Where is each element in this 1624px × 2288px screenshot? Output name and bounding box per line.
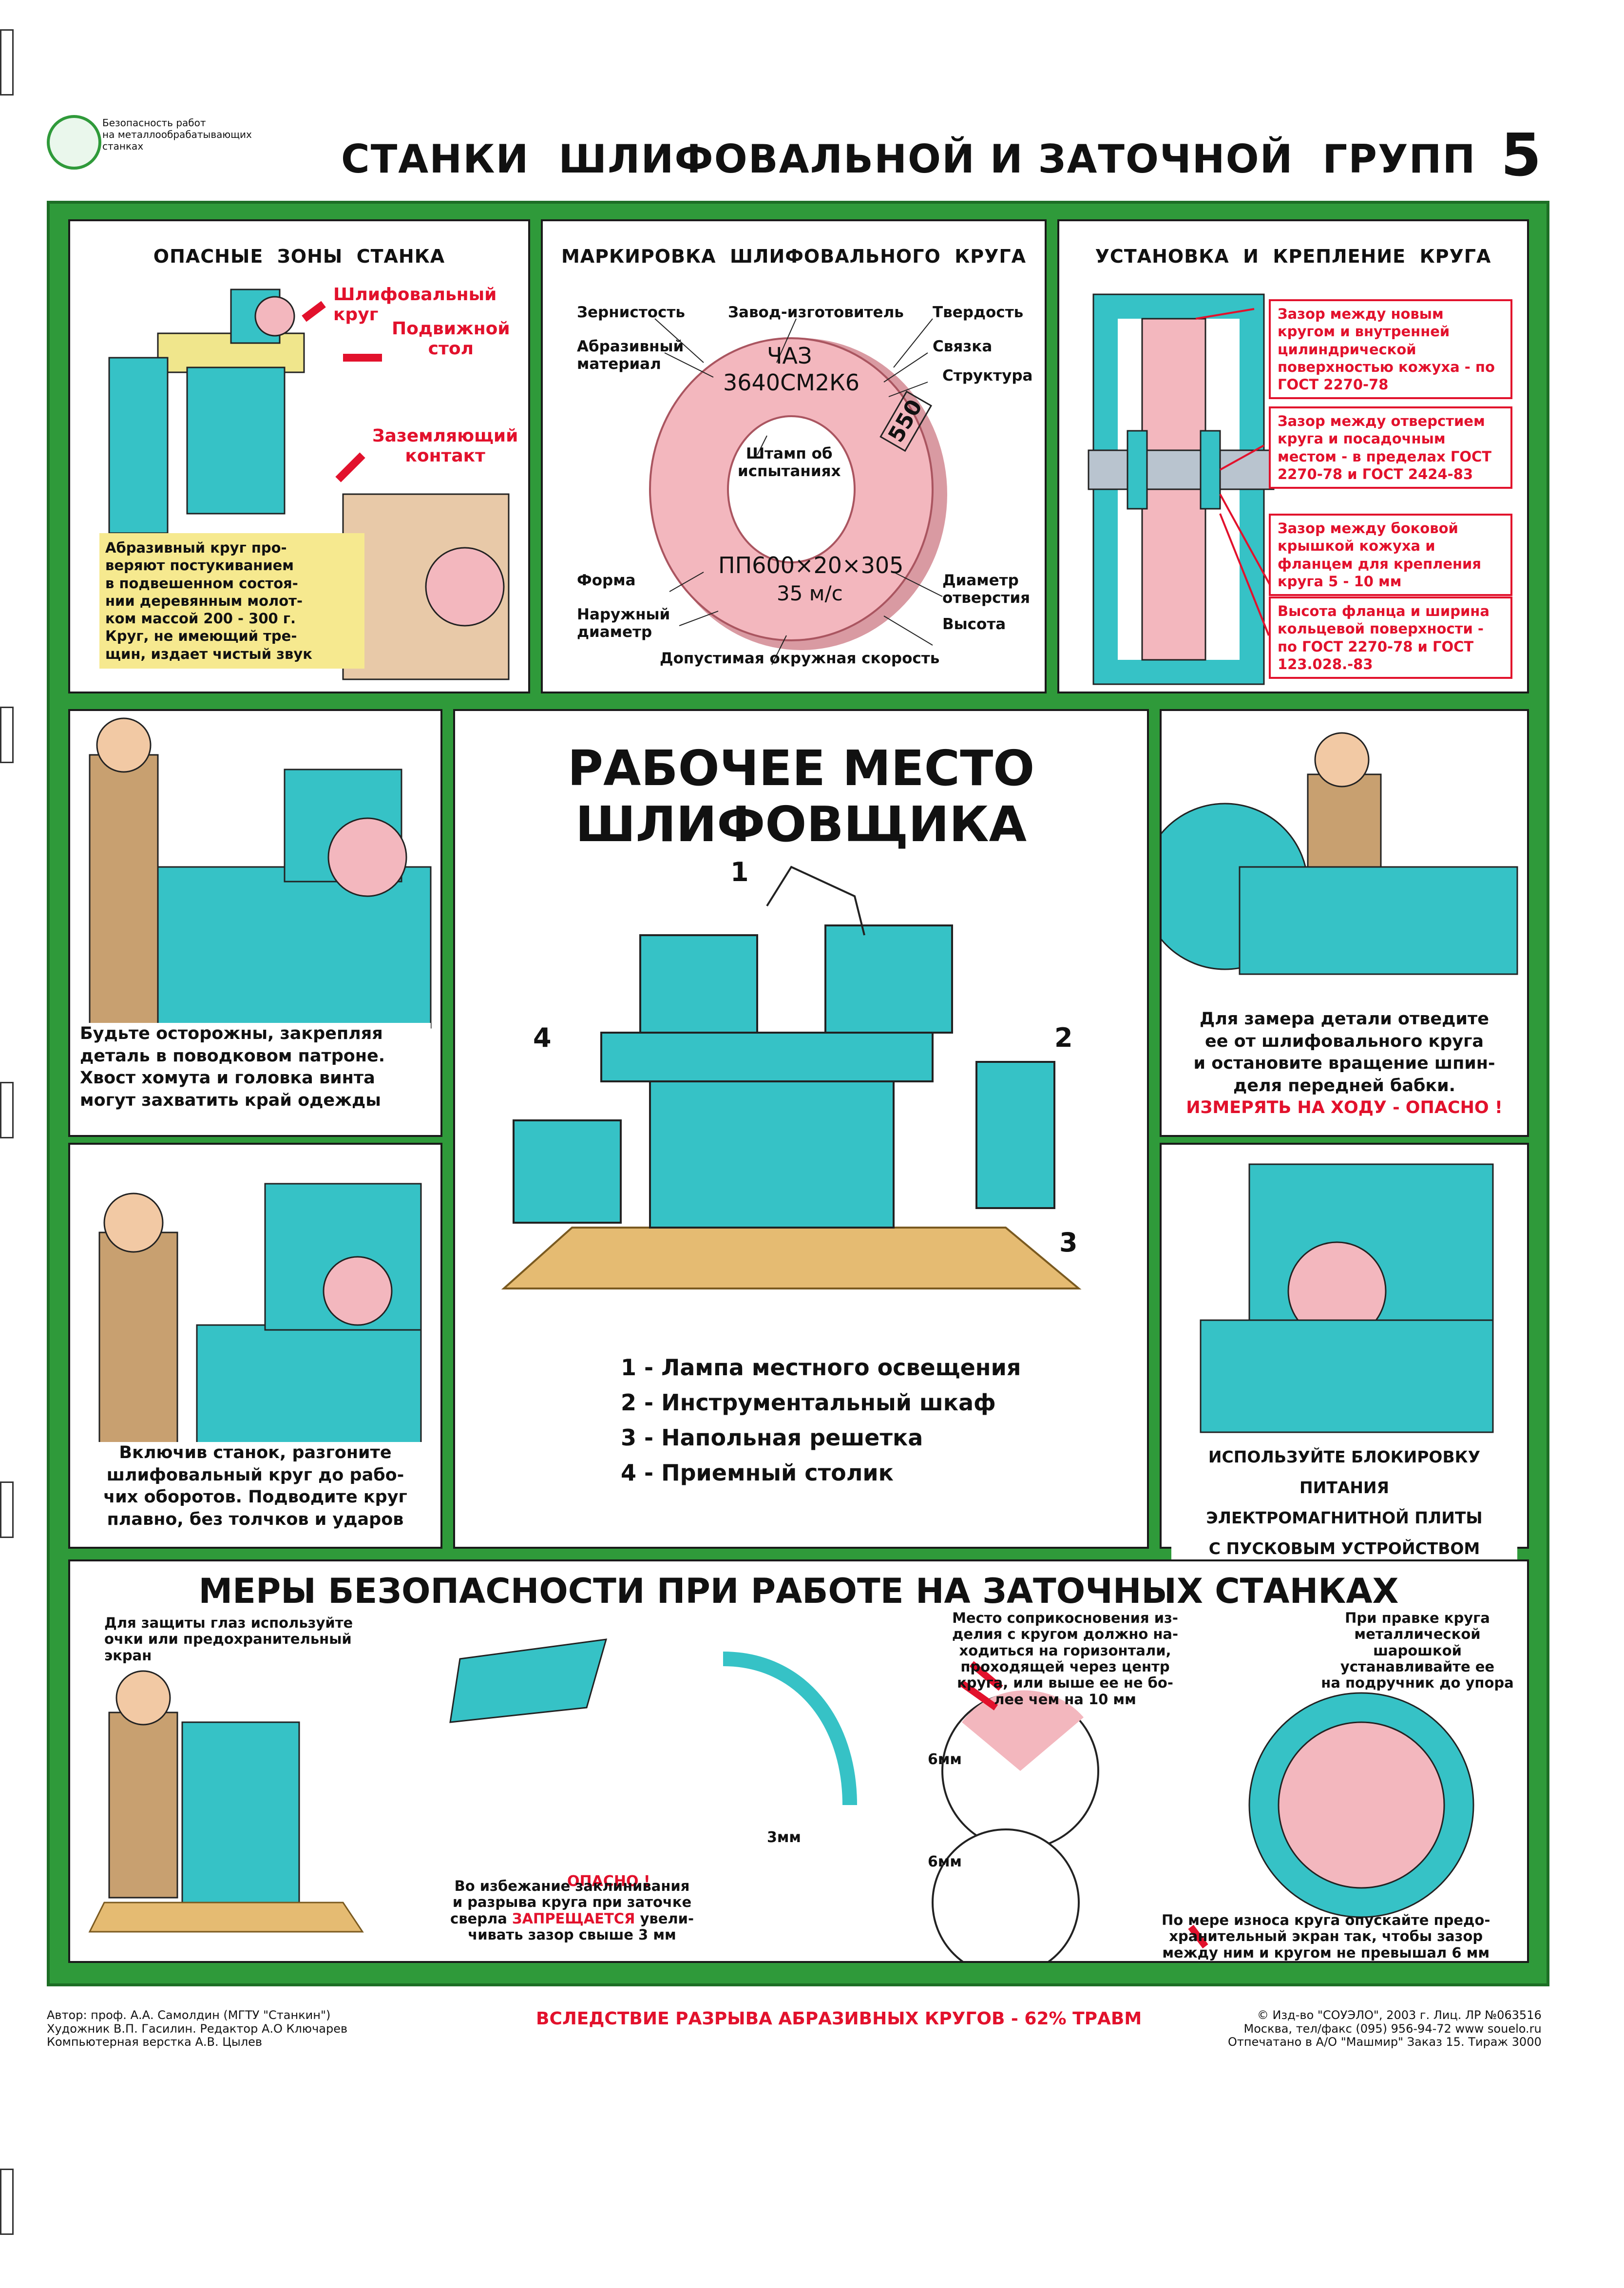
label-speed: Допустимая окружная скорость xyxy=(660,650,940,667)
binder-tab xyxy=(0,1082,14,1138)
binder-tab xyxy=(0,29,14,96)
danger-label: ОПАСНО ! xyxy=(567,1873,650,1890)
dressing-note: При правке круга металлической шарошкой … xyxy=(1321,1610,1514,1692)
workplace-legend: 1 - Лампа местного освещения 2 - Инструм… xyxy=(621,1354,1021,1495)
panel-sharpening: МЕРЫ БЕЗОПАСНОСТИ ПРИ РАБОТЕ НА ЗАТОЧНЫХ… xyxy=(68,1559,1529,1963)
panel-danger-zones: ОПАСНЫЕ ЗОНЫ СТАНКА Шлифовальный круг По… xyxy=(68,219,530,693)
wheel-speed-mark: 35 м/с xyxy=(777,581,843,605)
binder-tab xyxy=(0,1481,14,1538)
callout-1: 1 xyxy=(730,857,749,887)
footer-injury-stat: ВСЛЕДСТВИЕ РАЗРЫВА АБРАЗИВНЫХ КРУГОВ - 6… xyxy=(536,2009,1142,2029)
callout-2: 2 xyxy=(1054,1022,1073,1053)
label-stamp: Штамп об испытаниях xyxy=(738,445,841,480)
measuring-warning: ИЗМЕРЯТЬ НА ХОДУ - ОПАСНО ! xyxy=(1186,1098,1503,1117)
callout-4: 4 xyxy=(533,1022,552,1053)
binder-tab xyxy=(0,2169,14,2235)
label-ground-contact: Заземляющий контакт xyxy=(372,426,518,466)
caption-spin-up: Включив станок, разгоните шлифовальный к… xyxy=(80,1442,431,1531)
wheel-code-2: 3640СМ2К6 xyxy=(723,369,860,396)
footer-authors: Автор: проф. А.А. Самолдин (МГТУ "Станки… xyxy=(47,2008,348,2049)
label-structure: Структура xyxy=(942,367,1033,385)
note-wheel-gap: Зазор между новым кругом и внутренней ци… xyxy=(1269,299,1512,400)
label-moving-table: Подвижной стол xyxy=(392,319,510,359)
callout-3: 3 xyxy=(1059,1227,1078,1258)
legend-item: 2 - Инструментальный шкаф xyxy=(621,1389,996,1416)
gap-3mm-label: 3мм xyxy=(767,1829,801,1846)
page-number: 5 xyxy=(1501,122,1542,190)
eye-protection-note: Для защиты глаз используйте очки или пре… xyxy=(104,1615,353,1664)
legend-item: 3 - Напольная решетка xyxy=(621,1424,923,1451)
panel-title: МАРКИРОВКА ШЛИФОВАЛЬНОГО КРУГА xyxy=(561,246,1027,267)
binder-tab xyxy=(0,707,14,763)
wheel-marking-diagram xyxy=(649,318,947,665)
page-title: СТАНКИ ШЛИФОВАЛЬНОЙ И ЗАТОЧНОЙ ГРУПП xyxy=(341,136,1476,182)
label-bore: Диаметр отверстия xyxy=(942,572,1031,607)
contact-point-note: Место соприкосновения из- делия с кругом… xyxy=(952,1610,1179,1708)
note-flange-gap: Зазор между боковой крышкой кожуха и фла… xyxy=(1269,514,1512,596)
panel-workplace: РАБОЧЕЕ МЕСТО ШЛИФОВЩИКА 1 2 3 4 1 - Лам… xyxy=(453,709,1149,1549)
label-hardness: Твердость xyxy=(933,304,1024,321)
panel-title: ОПАСНЫЕ ЗОНЫ СТАНКА xyxy=(153,246,445,267)
label-form: Форма xyxy=(577,572,636,589)
panel-chuck-warning: Будьте осторожны, закрепляя деталь в пов… xyxy=(68,709,442,1137)
worker-measuring-illustration xyxy=(1162,732,1518,975)
note-bore-gap: Зазор между отверстием круга и посадочны… xyxy=(1269,406,1512,489)
gap-6mm-label: 6мм xyxy=(928,1853,962,1870)
panel-measuring: Для замера детали отведите ее от шлифова… xyxy=(1160,709,1529,1137)
series-logo xyxy=(47,115,101,170)
panel-magnetic-plate: ИСПОЛЬЗУЙТЕ БЛОКИРОВКУ ПИТАНИЯ ЭЛЕКТРОМА… xyxy=(1160,1143,1529,1595)
magnetic-plate-illustration xyxy=(1200,1163,1494,1433)
label-abrasive: Абразивный материал xyxy=(577,338,684,373)
legend-item: 1 - Лампа местного освещения xyxy=(621,1354,1021,1381)
wheel-code-1: ЧАЗ xyxy=(767,343,812,369)
label-grinding-wheel: Шлифовальный круг xyxy=(333,285,497,325)
grinder-workplace-illustration xyxy=(501,865,1082,1289)
panel-wheel-mounting: УСТАНОВКА И КРЕПЛЕНИЕ КРУГА Зазор между … xyxy=(1057,219,1529,693)
workplace-title: РАБОЧЕЕ МЕСТО ШЛИФОВЩИКА xyxy=(567,740,1035,853)
note-flange-height: Высота фланца и ширина кольцевой поверхн… xyxy=(1269,596,1512,679)
wheel-check-note: Абразивный круг про- веряют постукивание… xyxy=(99,533,364,669)
footer-publisher: © Изд-во "СОУЭЛО", 2003 г. Лиц. ЛР №0635… xyxy=(1228,2008,1542,2049)
gap-6mm-label: 6мм xyxy=(928,1751,962,1768)
surface-grinder-illustration xyxy=(108,288,510,680)
sharpening-illustrations xyxy=(88,1638,1474,1961)
label-height: Высота xyxy=(942,615,1006,633)
jamming-note: Во избежание заклинивания и разрыва круг… xyxy=(450,1878,694,1943)
wheel-mounting-diagram xyxy=(1088,293,1275,685)
wheel-wear-note: По мере износа круга опускайте предо- хр… xyxy=(1162,1912,1490,1961)
legend-item: 4 - Приемный столик xyxy=(621,1460,894,1486)
panel-wheel-marking: МАРКИРОВКА ШЛИФОВАЛЬНОГО КРУГА Зернистос… xyxy=(541,219,1047,693)
sharpening-title: МЕРЫ БЕЗОПАСНОСТИ ПРИ РАБОТЕ НА ЗАТОЧНЫХ… xyxy=(198,1571,1399,1611)
label-manufacturer: Завод-изготовитель xyxy=(728,304,904,321)
caption-measuring: Для замера детали отведите ее от шлифова… xyxy=(1171,1008,1517,1119)
label-outer-diameter: Наружный диаметр xyxy=(577,606,670,641)
caption-chuck-warning: Будьте осторожны, закрепляя деталь в пов… xyxy=(80,1023,431,1112)
series-title: Безопасность работ на металлообрабатываю… xyxy=(102,117,252,152)
worker-surface-grinder-illustration xyxy=(98,1183,422,1477)
label-bond: Связка xyxy=(933,338,993,355)
wheel-size: ПП600×20×305 xyxy=(718,552,904,578)
panel-title: УСТАНОВКА И КРЕПЛЕНИЕ КРУГА xyxy=(1095,246,1491,267)
label-grain: Зернистость xyxy=(577,304,685,321)
panel-spin-up: Включив станок, разгоните шлифовальный к… xyxy=(68,1143,442,1549)
